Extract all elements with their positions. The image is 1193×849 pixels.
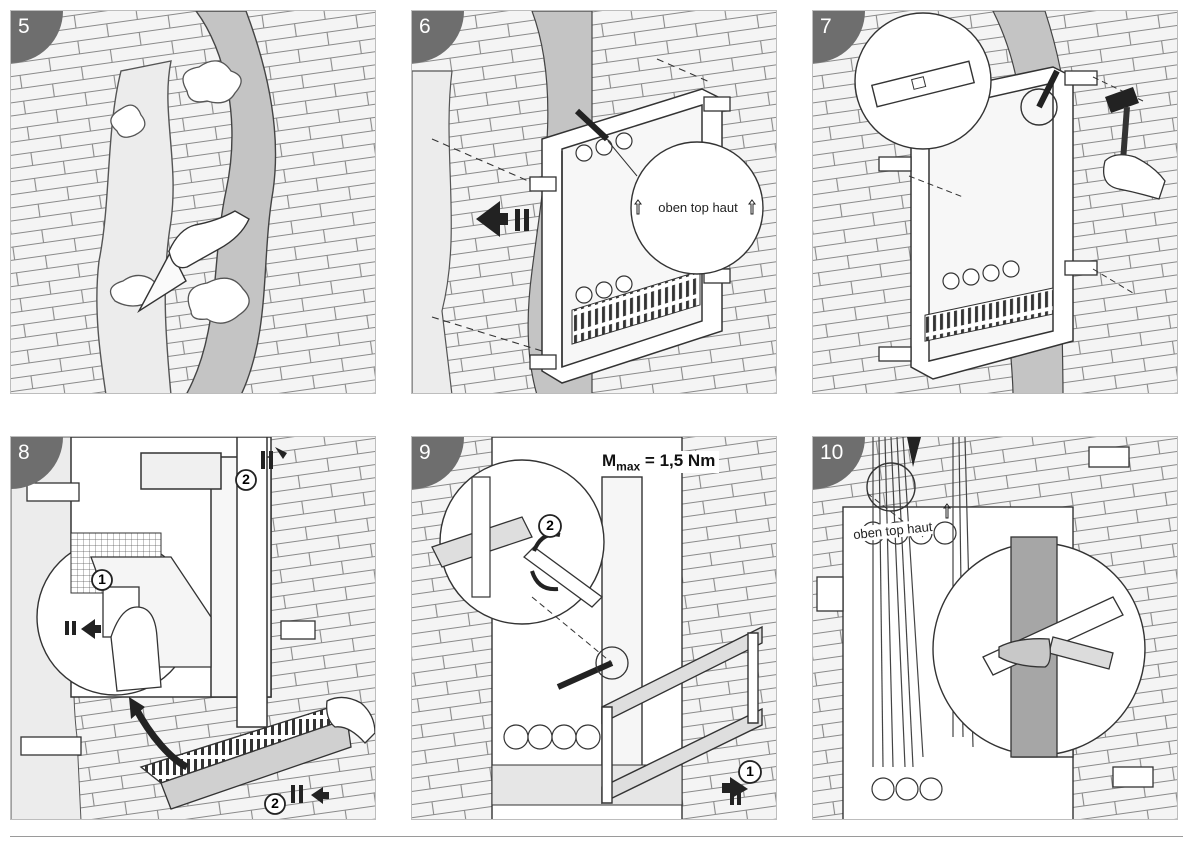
step-number: 6 (419, 15, 431, 38)
up-arrow-icon (748, 199, 756, 215)
torque-label: Mmax = 1,5 Nm (598, 451, 720, 474)
step-8-illustration (11, 437, 375, 819)
torque-symbol: M (602, 451, 617, 470)
up-arrow-icon (943, 503, 951, 519)
step-7-panel: 7 (812, 10, 1178, 394)
torque-subscript: max (616, 459, 641, 474)
step-7-illustration (813, 11, 1177, 393)
step-number: 9 (419, 441, 431, 464)
step-number: 5 (18, 15, 30, 38)
callout-1: 1 (746, 763, 754, 779)
step-8-panel: 1 2 2 8 (10, 436, 376, 820)
orientation-label: oben top haut (658, 200, 738, 215)
callout-2: 2 (271, 795, 279, 811)
step-10-illustration (813, 437, 1177, 819)
step-6-illustration (412, 11, 776, 393)
up-arrow-icon (634, 199, 642, 215)
callout-1: 1 (98, 571, 106, 587)
step-10-panel: oben top haut 10 (812, 436, 1178, 820)
step-9-panel: Mmax = 1,5 Nm 2 1 9 (411, 436, 777, 820)
bottom-divider (10, 836, 1183, 837)
step-5-panel: 5 (10, 10, 376, 394)
step-6-panel: oben top haut 6 (411, 10, 777, 394)
callout-2: 2 (242, 471, 250, 487)
step-number: 10 (820, 441, 844, 464)
step-number: 8 (18, 441, 30, 464)
torque-value: = 1,5 Nm (640, 451, 716, 470)
step-9-illustration (412, 437, 776, 819)
step-5-illustration (11, 11, 375, 393)
step-number: 7 (820, 15, 832, 38)
callout-2: 2 (546, 517, 554, 533)
